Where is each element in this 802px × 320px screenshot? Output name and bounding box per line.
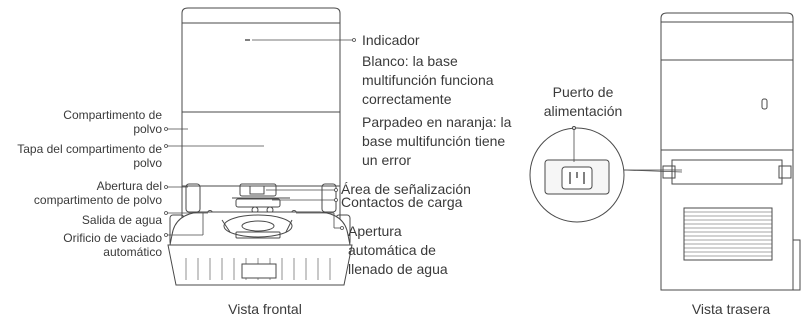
label-indicator: Indicador	[362, 32, 420, 48]
label-dust-opening: Abertura del compartimento de polvo	[33, 179, 162, 207]
rear-station	[660, 12, 801, 291]
power-port-detail	[529, 126, 683, 223]
label-power-port: Puerto de alimentación	[543, 84, 623, 119]
label-dust-compartment: Compartimento de polvo	[63, 108, 162, 136]
label-dust-lid: Tapa del compartimento de polvo	[17, 142, 162, 170]
label-charging-contacts: Contactos de carga	[341, 194, 463, 210]
label-auto-drain: Orificio de vaciado automático	[63, 231, 162, 259]
label-water-outlet: Salida de agua	[81, 213, 162, 227]
label-signal-area: Área de señalización	[341, 181, 471, 197]
label-auto-fill: Apertura automática de llenado de agua	[348, 223, 448, 277]
caption-front-view: Vista frontal	[228, 301, 302, 317]
front-station	[167, 7, 353, 286]
label-indicator-white: Blanco: la base multifunción funciona co…	[362, 53, 494, 107]
label-indicator-orange: Parpadeo en naranja: la base multifunció…	[362, 114, 512, 168]
caption-rear-view: Vista trasera	[691, 301, 771, 317]
